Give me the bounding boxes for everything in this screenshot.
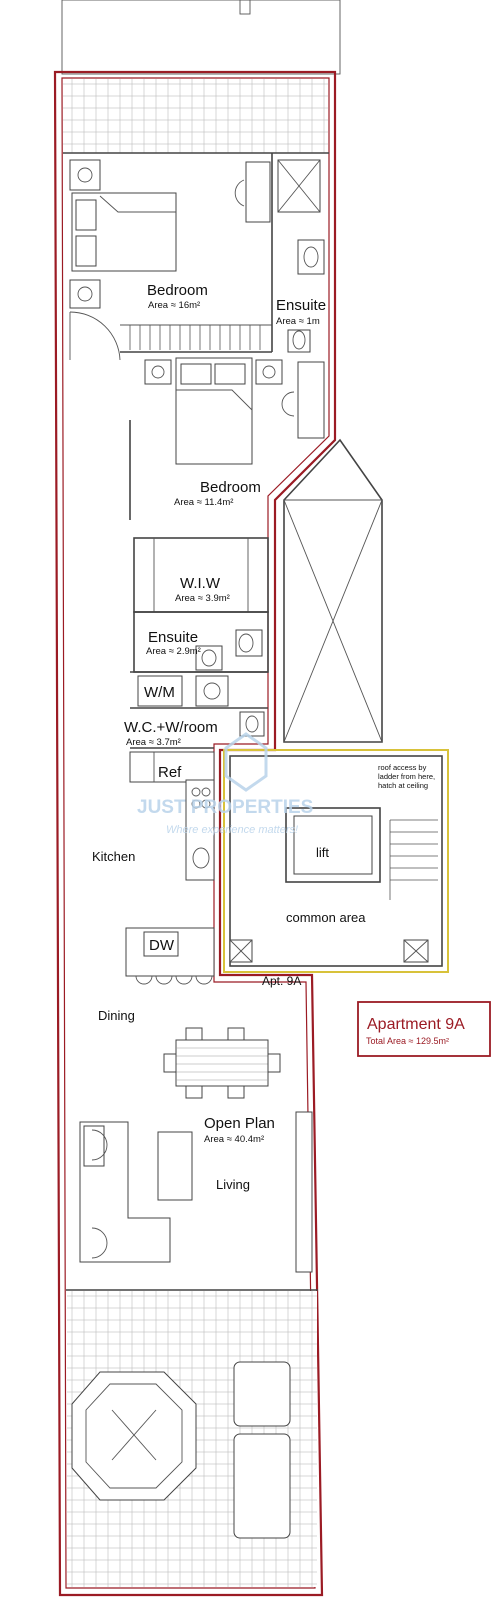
open-plan-label: Open Plan (204, 1115, 275, 1132)
living-furniture (79, 1111, 313, 1273)
kitchen-label: Kitchen (92, 849, 135, 864)
ensuite-1 (271, 153, 325, 353)
wc-utility (130, 671, 268, 749)
ensuite-2-label: Ensuite (148, 629, 198, 646)
common-area (223, 749, 449, 973)
watermark-tagline: Where experience matters! (166, 824, 298, 836)
roof-note-line-2: ladder from here, (378, 772, 435, 781)
ensuite-1-area: Area ≈ 1m (276, 316, 320, 327)
bedroom-2-label: Bedroom (200, 479, 261, 496)
jacuzzi (71, 1371, 197, 1501)
upper-boundary (61, 0, 341, 75)
bedroom-1-area: Area ≈ 16m² (148, 300, 200, 311)
apartment-tag: Apt. 9A (262, 974, 301, 988)
dw-label: DW (149, 937, 175, 954)
ref-label: Ref (158, 764, 182, 781)
ensuite-2-area: Area ≈ 2.9m² (146, 646, 201, 657)
dining-table (163, 1027, 281, 1099)
common-area-label: common area (286, 910, 366, 925)
lift-label: lift (316, 845, 329, 860)
summary-total: Total Area ≈ 129.5m² (366, 1036, 449, 1046)
bedroom-1-label: Bedroom (147, 282, 208, 299)
wc-label: W.C.+W/room (124, 719, 218, 736)
open-plan-area: Area ≈ 40.4m² (204, 1134, 264, 1145)
apartment-outline (53, 70, 337, 1597)
roof-note-line-1: roof access by (378, 763, 427, 772)
watermark: JUST PROPERTIES Where experience matters… (137, 732, 313, 836)
kitchen-counter (125, 751, 215, 985)
bedroom-1 (69, 159, 272, 361)
wiw-label: W.I.W (180, 575, 221, 592)
ensuite-1-label: Ensuite (276, 297, 326, 314)
bedroom-2 (129, 357, 325, 520)
living-label: Living (216, 1177, 250, 1192)
bedroom-2-area: Area ≈ 11.4m² (174, 497, 233, 508)
watermark-brand: JUST PROPERTIES (137, 797, 313, 818)
wm-label: W/M (144, 684, 175, 701)
sun-loungers (233, 1361, 291, 1539)
dining-label: Dining (98, 1008, 135, 1023)
summary-box: Apartment 9A Total Area ≈ 129.5m² (357, 1001, 491, 1057)
summary-title: Apartment 9A (367, 1016, 465, 1033)
wiw-area: Area ≈ 3.9m² (175, 593, 230, 604)
wc-area: Area ≈ 3.7m² (126, 737, 181, 748)
roof-note-line-3: hatch at ceiling (378, 781, 428, 790)
top-terrace (63, 79, 328, 153)
light-well (283, 438, 383, 743)
